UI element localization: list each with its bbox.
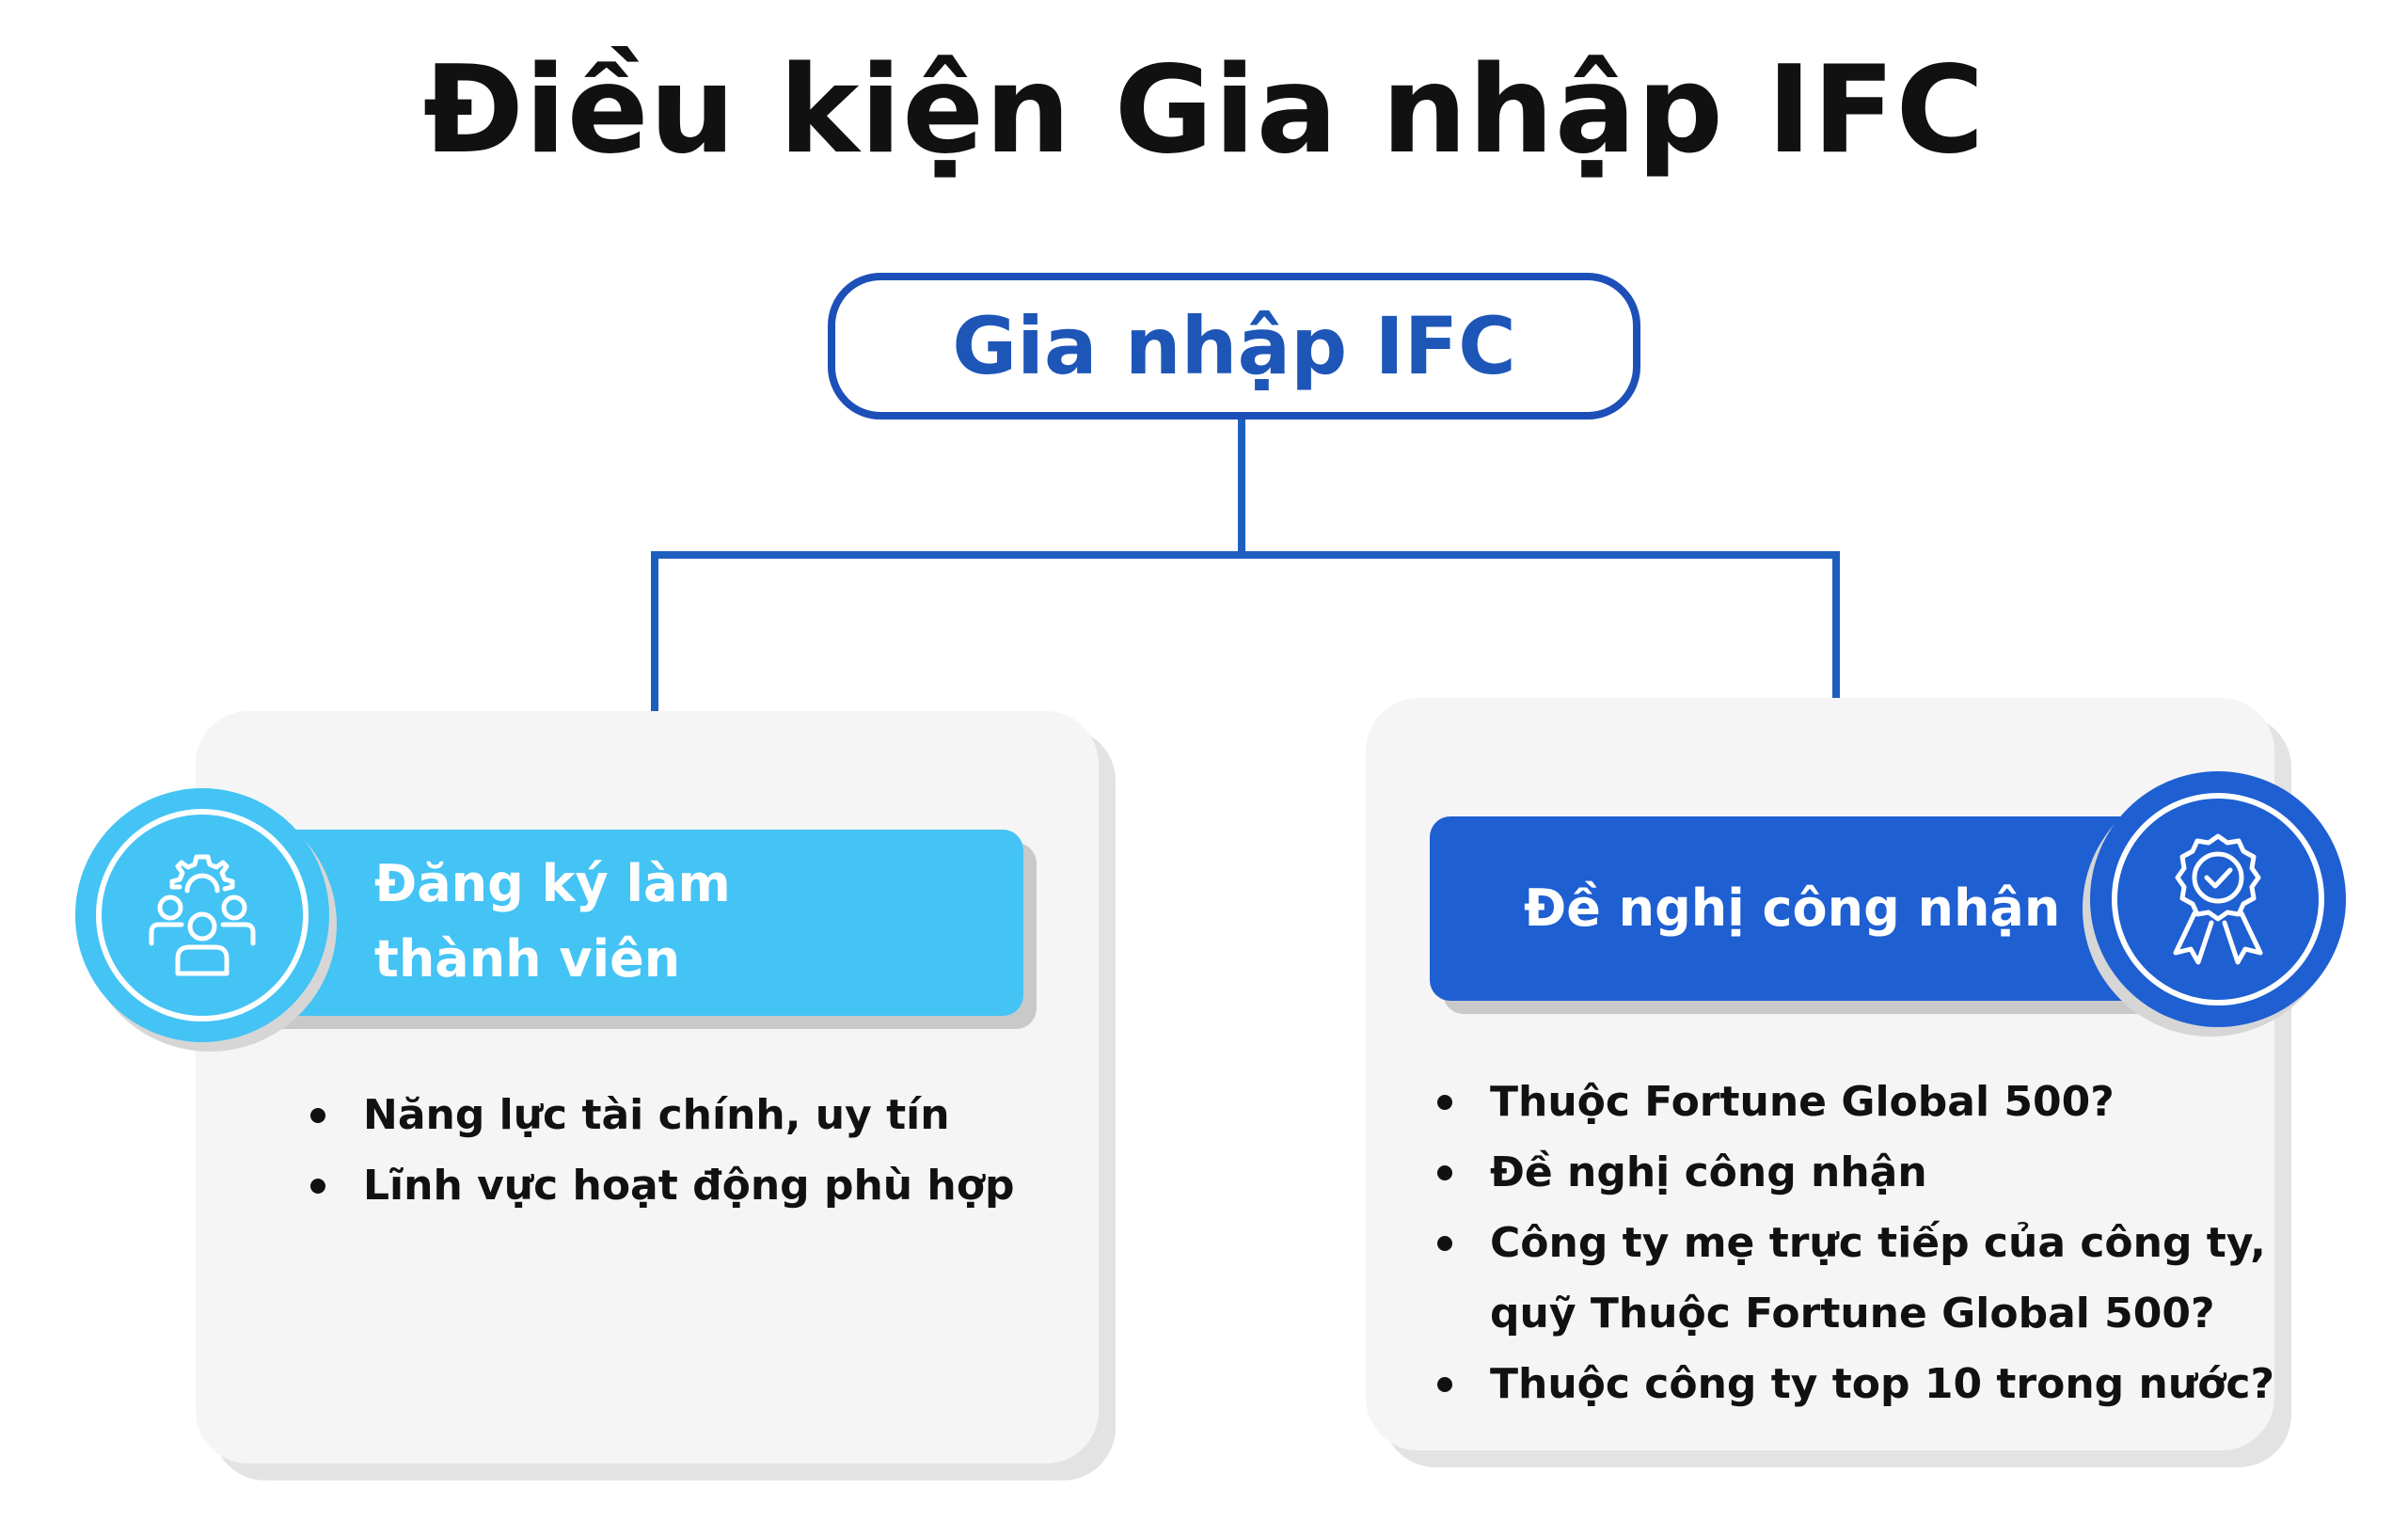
branch-heading-line2: thành viên (374, 929, 681, 989)
list-item: Lĩnh vực hoạt động phù hợp (310, 1150, 1014, 1221)
recognition-icon-ring (2112, 793, 2324, 1005)
page-title: Điều kiện Gia nhập IFC (422, 40, 1986, 181)
root-node: Gia nhập IFC (828, 273, 1640, 420)
list-item-continuation: quỹ Thuộc Fortune Global 500? (1490, 1290, 2215, 1338)
root-node-label: Gia nhập IFC (952, 300, 1516, 392)
list-item: Thuộc Fortune Global 500? (1437, 1067, 2274, 1137)
list-item: Công ty mẹ trực tiếp của công ty, (1437, 1208, 2274, 1278)
team-gear-icon (149, 854, 256, 976)
branch-banner-membership: Đăng ký làm thành viên (235, 830, 1023, 1016)
list-item: Thuộc công ty top 10 trong nước? (1437, 1349, 2274, 1419)
membership-icon-circle (75, 788, 329, 1042)
membership-icon-ring (96, 809, 309, 1021)
branch-heading-recognition: Đề nghị công nhận (1524, 879, 2061, 938)
branch-banner-recognition: Đề nghị công nhận (1430, 816, 2145, 1001)
recognition-icon-circle (2090, 771, 2346, 1027)
branch-heading-membership: Đăng ký làm thành viên (374, 847, 731, 997)
membership-criteria-list: Năng lực tài chính, uy tín Lĩnh vực hoạt… (310, 1080, 1014, 1221)
list-item: Đề nghị công nhận (1437, 1137, 2274, 1208)
list-item: Năng lực tài chính, uy tín (310, 1080, 1014, 1150)
award-badge-icon (2173, 833, 2263, 965)
recognition-criteria-list: Thuộc Fortune Global 500? Đề nghị công n… (1437, 1067, 2274, 1419)
branch-heading-line1: Đăng ký làm (374, 854, 731, 913)
